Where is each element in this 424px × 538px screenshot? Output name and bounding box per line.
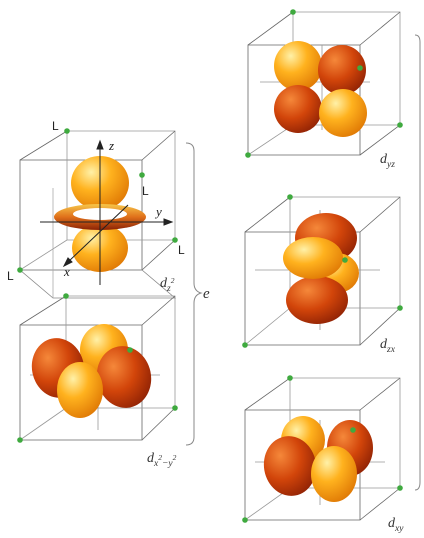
label-dz2: dz2: [160, 276, 175, 294]
ligand-label: L: [178, 243, 185, 257]
dxy-orbital: [263, 416, 373, 502]
axis-label-y: y: [154, 204, 162, 219]
axis-label-z: z: [108, 138, 114, 153]
ligand-dots-dzx: [242, 194, 403, 348]
dzx-orbital: [283, 213, 359, 324]
ligand-dots-dx2y2: [17, 293, 178, 443]
ligand-label: L: [142, 184, 149, 198]
label-dyz: dyz: [380, 152, 395, 170]
dz2-axes: [40, 139, 174, 285]
ligand-dots-dz2: [17, 128, 178, 273]
brace-e: [185, 142, 203, 446]
label-dxy: dxy: [388, 516, 404, 534]
label-dx2y2: dx2−y2: [147, 451, 177, 469]
label-dzx: dzx: [380, 337, 396, 355]
brace-right: [414, 34, 421, 491]
ligand-label: L: [7, 269, 14, 283]
label-e: e: [203, 286, 210, 302]
dyz-orbital: [274, 41, 367, 137]
ligand-dots-dxy: [242, 375, 403, 523]
ligand-label: L: [52, 119, 59, 133]
axis-label-x: x: [63, 264, 70, 279]
dx2y2-orbital: [31, 324, 152, 418]
ligand-dots-dyz: [245, 9, 403, 158]
